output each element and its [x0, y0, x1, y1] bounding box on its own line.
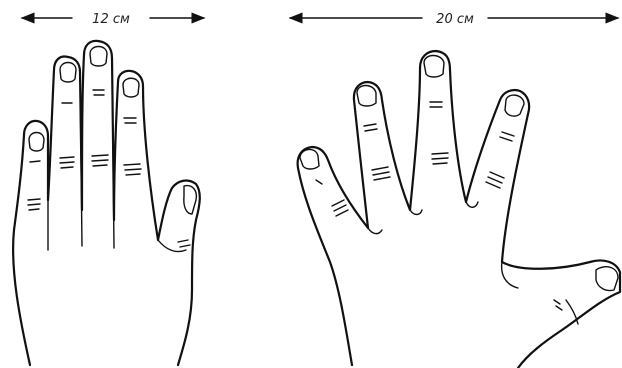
- right-web-3: [466, 202, 478, 207]
- left-thumb-nail: [184, 186, 197, 214]
- right-span-measure: 20 см: [290, 12, 618, 27]
- right-hand-outline: [298, 51, 620, 368]
- left-hand-group: 12 см: [13, 12, 204, 365]
- left-middle-nail: [90, 47, 107, 67]
- left-span-measure: 12 см: [22, 12, 204, 27]
- left-pinky-nail: [29, 133, 44, 152]
- left-finger-gap-3: [112, 58, 114, 248]
- right-web-2: [410, 210, 422, 215]
- right-pinky-nail: [300, 149, 319, 169]
- left-ring-nail: [60, 63, 76, 83]
- right-hand-group: 20 см: [290, 12, 620, 368]
- left-span-label: 12 см: [92, 12, 130, 27]
- right-span-label: 20 см: [436, 12, 474, 27]
- right-middle-nail: [424, 56, 444, 78]
- left-index-nail: [123, 78, 139, 97]
- right-ring-nail: [357, 86, 376, 107]
- right-index-nail: [505, 95, 524, 116]
- left-hand-outline: [13, 41, 200, 365]
- right-thumb-nail: [596, 267, 618, 291]
- right-web-1: [368, 228, 382, 234]
